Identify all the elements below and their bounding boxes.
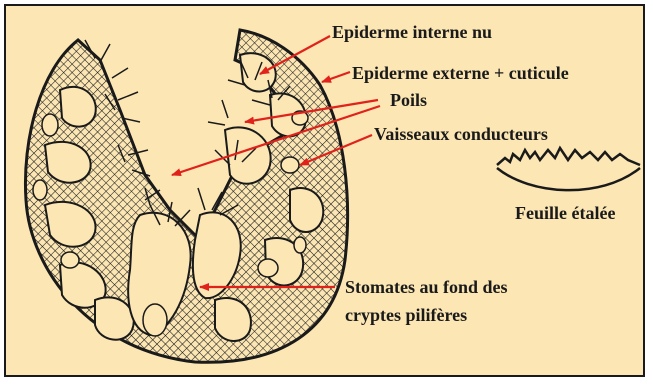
label-stomates-line1: Stomates au fond des (345, 277, 508, 297)
leaf-cross-section (25, 30, 347, 362)
label-vaisseaux: Vaisseaux conducteurs (374, 124, 548, 144)
label-feuille: Feuille étalée (515, 203, 615, 223)
label-poils: Poils (390, 90, 427, 110)
label-epiderme-interne: Epiderme interne nu (332, 22, 492, 42)
flat-leaf-sketch (497, 148, 640, 190)
arrow-epiderme-externe (322, 72, 350, 82)
label-epiderme-externe: Epiderme externe + cuticule (352, 63, 569, 83)
label-stomates-line2: cryptes pilifères (345, 305, 467, 325)
